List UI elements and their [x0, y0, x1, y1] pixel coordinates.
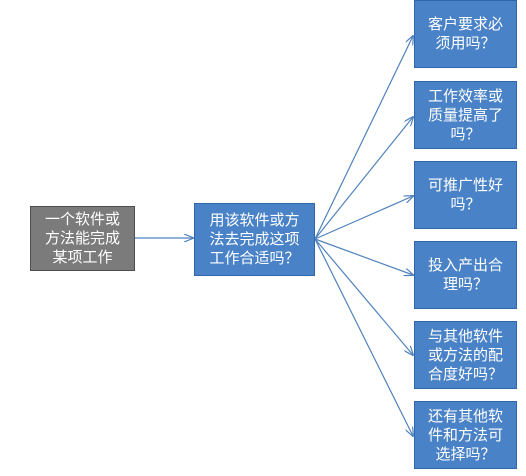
arrow-middle-to-question-1 — [314, 36, 413, 240]
question-node-3: 可推广性好 吗？ — [414, 161, 517, 229]
question-node-2: 工作效率或 质量提高了 吗？ — [414, 81, 517, 149]
arrow-middle-to-question-3 — [314, 196, 413, 240]
question-node-6: 还有其他软 件和方法可 选择吗？ — [414, 401, 517, 469]
root-node: 一个软件或 方法能完成 某项工作 — [30, 206, 135, 271]
arrow-middle-to-question-6 — [314, 238, 413, 436]
arrow-middle-to-question-2 — [314, 117, 413, 240]
question-node-5: 与其他软件 或方法的配 合度好吗？ — [414, 321, 517, 389]
arrow-middle-to-question-4 — [314, 238, 413, 275]
middle-node: 用该软件或方 法去完成这项 工作合适吗？ — [194, 203, 315, 276]
arrow-middle-to-question-5 — [314, 238, 413, 355]
question-node-4: 投入产出合 理吗？ — [414, 241, 517, 309]
question-node-1: 客户要求必 须用吗？ — [414, 0, 517, 68]
